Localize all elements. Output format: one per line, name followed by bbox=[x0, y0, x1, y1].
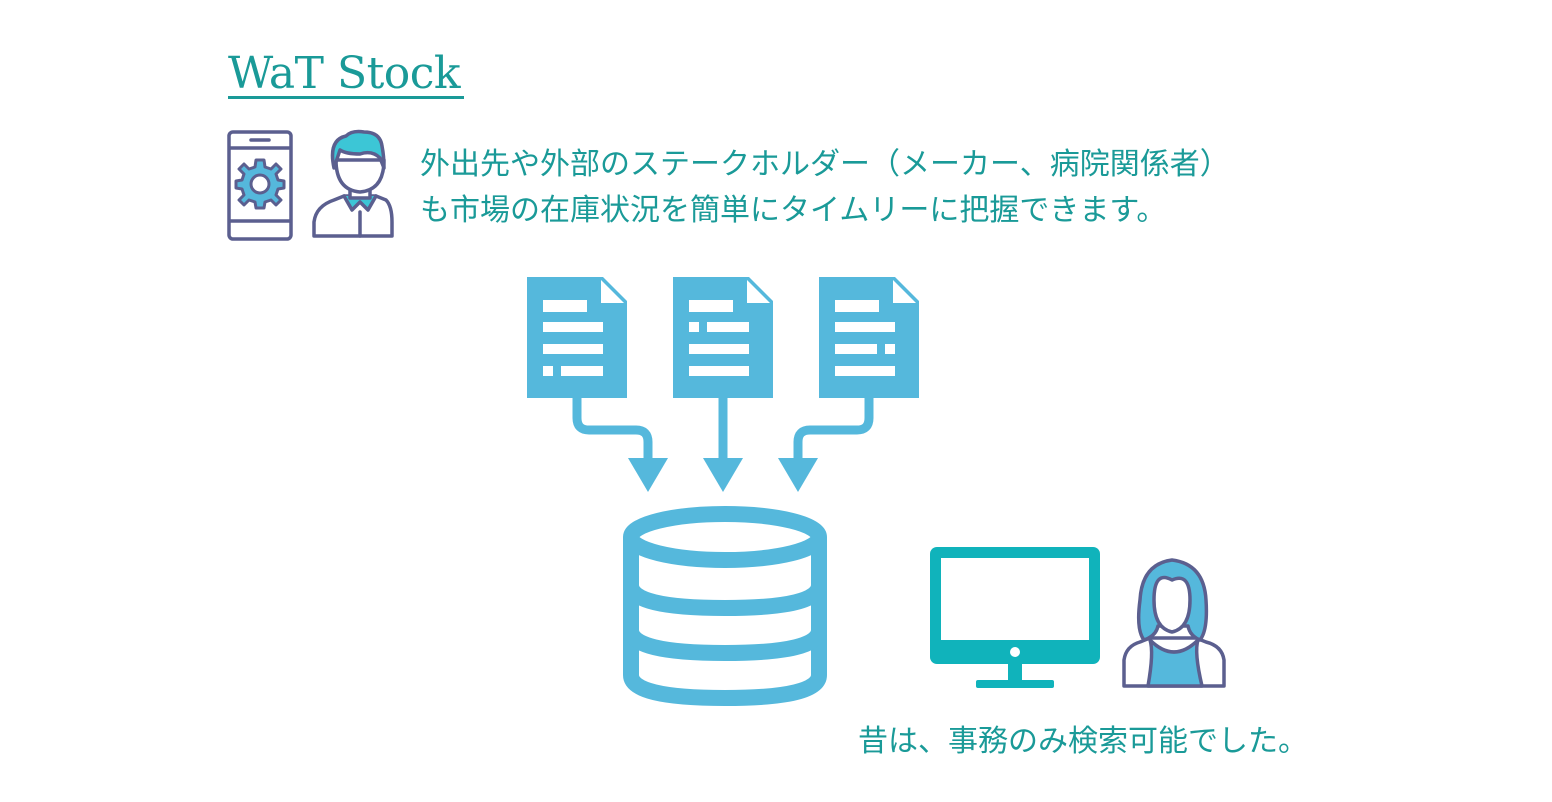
arrow-head bbox=[628, 458, 668, 492]
caption-text: 昔は、事務のみ検索可能でした。 bbox=[858, 724, 1308, 759]
document-icon bbox=[527, 277, 627, 398]
description-line-1: 外出先や外部のステークホルダー（メーカー、病院関係者） bbox=[420, 147, 1230, 182]
arrow-icon bbox=[572, 398, 653, 462]
brand-title: WaT Stock bbox=[228, 48, 461, 99]
arrow-head bbox=[703, 458, 743, 492]
woman-avatar-icon bbox=[1122, 558, 1226, 688]
document-icon bbox=[819, 277, 919, 398]
phone-gear-icon bbox=[227, 130, 293, 241]
document-icon bbox=[673, 277, 773, 398]
brand-underline bbox=[228, 96, 464, 99]
monitor-icon bbox=[930, 547, 1100, 688]
arrow-head bbox=[778, 458, 818, 492]
man-avatar-icon bbox=[312, 129, 394, 238]
arrow-icon bbox=[793, 398, 874, 462]
description-text: 外出先や外部のステークホルダー（メーカー、病院関係者） も市場の在庫状況を簡単に… bbox=[420, 142, 1340, 234]
database-icon bbox=[623, 506, 827, 707]
description-line-2: も市場の在庫状況を簡単にタイムリーに把握できます。 bbox=[420, 193, 1167, 228]
